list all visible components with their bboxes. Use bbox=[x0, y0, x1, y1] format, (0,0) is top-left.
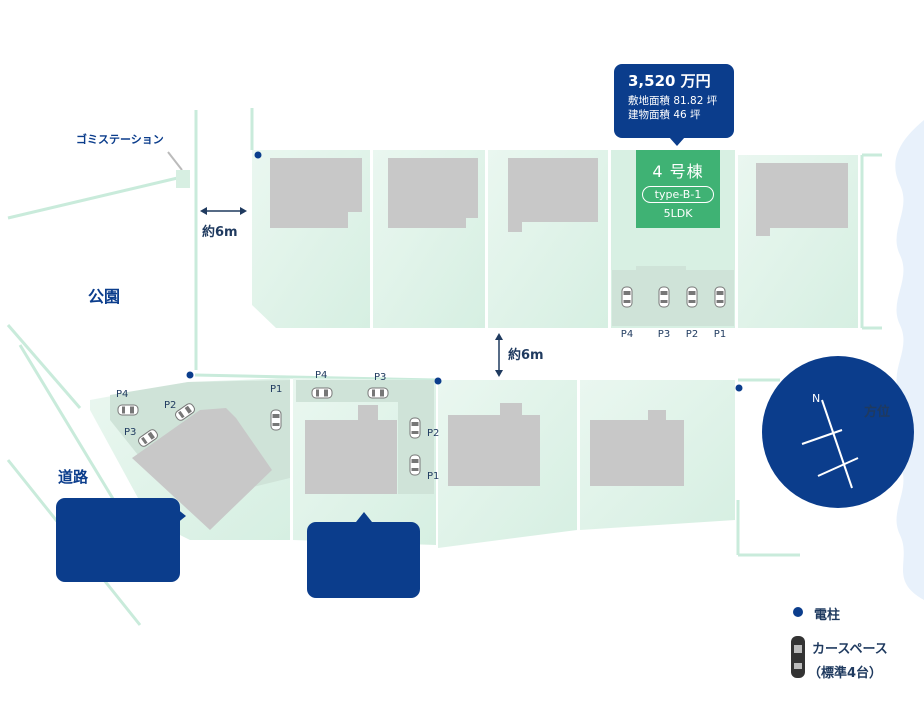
compass-tick bbox=[817, 457, 859, 477]
info-bubble-center-pointer bbox=[356, 512, 372, 522]
lot-layout: 5LDK bbox=[663, 207, 693, 220]
car-s-p3 bbox=[367, 387, 389, 399]
house-southwest bbox=[132, 408, 272, 530]
utility-poles bbox=[186, 151, 743, 392]
lot-number: 4 号棟 bbox=[652, 162, 704, 181]
parking-label: P2 bbox=[427, 428, 439, 439]
car-sw-p4 bbox=[117, 404, 139, 416]
compass-north-label: N bbox=[812, 392, 820, 405]
lot-south-parking-side bbox=[398, 400, 434, 494]
utility-pole-dot bbox=[434, 377, 442, 385]
utility-pole-dot bbox=[254, 151, 262, 159]
compass-label: 方位 bbox=[864, 404, 890, 420]
car-s-p2 bbox=[409, 417, 421, 439]
road-width-label-west: 約6m bbox=[202, 224, 238, 240]
parking-label: P1 bbox=[714, 329, 726, 340]
info-bubble-left-pointer bbox=[176, 508, 186, 524]
garbage-station: ゴミステーション bbox=[76, 132, 190, 188]
parking-label: P3 bbox=[374, 372, 386, 383]
garbage-leader-line bbox=[167, 151, 183, 171]
house-2 bbox=[388, 158, 478, 228]
parking-label: P1 bbox=[427, 471, 439, 482]
car-north-p3 bbox=[658, 286, 670, 308]
legend-car-label: カースペース bbox=[812, 642, 888, 657]
coastline-edge bbox=[895, 120, 924, 600]
road-label: 道路 bbox=[58, 468, 89, 486]
southwest-lot-parking-labels: P4 P2 P3 P1 bbox=[116, 384, 282, 438]
legend-car-note: （標準4台） bbox=[808, 666, 883, 681]
parking-label: P4 bbox=[116, 389, 128, 400]
building-area-text: 建物面積 46 坪 bbox=[628, 109, 701, 121]
compass-needle bbox=[821, 399, 853, 489]
lot-type-badge: type-B-1 bbox=[641, 186, 715, 203]
compass: N 方位 bbox=[762, 356, 914, 508]
garbage-station-label: ゴミステーション bbox=[76, 132, 164, 146]
car-north-p4 bbox=[621, 286, 633, 308]
parking-label: P1 bbox=[270, 384, 282, 395]
featured-lot-tag: 4 号棟 type-B-1 5LDK bbox=[636, 158, 720, 220]
parking-label: P4 bbox=[621, 329, 633, 340]
parking-label: P3 bbox=[658, 329, 670, 340]
utility-pole-dot bbox=[186, 371, 194, 379]
info-bubble-left bbox=[56, 498, 180, 582]
house-south bbox=[305, 405, 397, 494]
house-5 bbox=[756, 163, 848, 236]
house-east-1 bbox=[448, 403, 540, 486]
car-sw-p1 bbox=[270, 409, 282, 431]
parking-label: P2 bbox=[164, 400, 176, 411]
road-width-label-center: 約6m bbox=[508, 347, 544, 363]
car-north-p1 bbox=[714, 286, 726, 308]
dimension-arrow-west bbox=[200, 207, 247, 215]
legend-pole-label: 電柱 bbox=[814, 608, 841, 623]
house-1 bbox=[270, 158, 362, 228]
lot-4-parking-notch bbox=[636, 266, 686, 274]
legend-car-icon bbox=[791, 636, 805, 678]
north-row-parking-labels: P4 P3 P2 P1 bbox=[621, 329, 726, 340]
compass-tick bbox=[801, 429, 843, 445]
price-text: 3,520 万円 bbox=[628, 72, 711, 90]
south-houses bbox=[132, 403, 684, 530]
info-bubble-center bbox=[307, 522, 420, 598]
land-area-text: 敷地面積 81.82 坪 bbox=[628, 95, 718, 107]
price-callout: 3,520 万円 敷地面積 81.82 坪 建物面積 46 坪 bbox=[614, 64, 734, 146]
dimension-arrow-center bbox=[495, 333, 503, 377]
parking-label: P4 bbox=[315, 370, 327, 381]
car-north-p2 bbox=[686, 286, 698, 308]
park-label: 公園 bbox=[88, 287, 120, 306]
house-east-2 bbox=[590, 410, 684, 486]
car-s-p1 bbox=[409, 454, 421, 476]
utility-pole-dot bbox=[735, 384, 743, 392]
north-houses bbox=[270, 158, 848, 236]
car-s-p4 bbox=[311, 387, 333, 399]
legend-pole-icon bbox=[793, 607, 803, 617]
parking-label: P2 bbox=[686, 329, 698, 340]
parking-label: P3 bbox=[124, 427, 136, 438]
garbage-station-box bbox=[176, 170, 190, 188]
house-3 bbox=[508, 158, 598, 232]
south-lot-parking-labels: P4 P3 P2 P1 bbox=[315, 370, 439, 482]
